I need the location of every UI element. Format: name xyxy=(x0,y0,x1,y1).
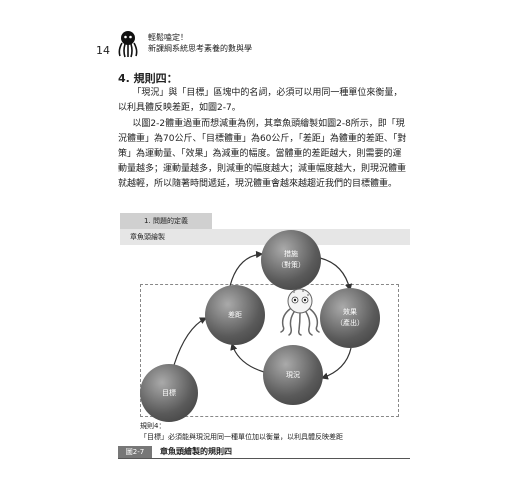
node-target: 目標 xyxy=(140,364,198,422)
octopus-illustration-icon xyxy=(280,288,320,336)
page-number: 14 xyxy=(96,44,110,57)
caption-text: 「目標」必須能與現況用同一種單位加以衡量，以利具體反映差距 xyxy=(140,433,343,441)
figure-caption-bar: 圖2-7 章魚頭繪製的規則四 xyxy=(118,446,410,459)
dashed-frame xyxy=(140,284,399,417)
node-label: 差距 xyxy=(228,310,242,319)
figure-title: 章魚頭繪製的規則四 xyxy=(160,447,232,456)
node-effect: 效果 （產出） xyxy=(320,288,380,348)
section-heading: 4. 規則四： xyxy=(118,72,178,85)
node-label: 效果 xyxy=(343,308,357,316)
node-label: 現況 xyxy=(286,370,300,379)
figure-number: 圖2-7 xyxy=(118,446,152,458)
card-title: 1. 問題的定義 xyxy=(120,213,212,229)
node-label: 目標 xyxy=(162,388,176,397)
book-title: 新課綱系統思考素養的數與學 xyxy=(148,44,252,53)
octopus-logo-icon xyxy=(118,31,138,58)
series-title: 輕鬆嗑定！ xyxy=(148,33,188,42)
card-body: 章魚頭繪製 xyxy=(120,229,410,245)
node-sublabel: （產出） xyxy=(336,319,364,327)
paragraph: 「現況」與「目標」區塊中的名詞，必須可以用同一種單位來衡量，以利具體反映差距，如… xyxy=(118,88,403,113)
node-gap: 差距 xyxy=(205,285,265,345)
caption-label: 規則4： xyxy=(140,422,166,430)
paragraph: 以圖2-2體重過重而想減重為例，其章魚頭繪製如圖2-8所示，即「現況體重」為70… xyxy=(118,119,407,189)
node-measures: 措施 （對策） xyxy=(261,230,321,290)
node-sublabel: （對策） xyxy=(277,261,305,269)
node-current: 現況 xyxy=(263,345,323,405)
node-label: 措施 xyxy=(284,250,298,258)
